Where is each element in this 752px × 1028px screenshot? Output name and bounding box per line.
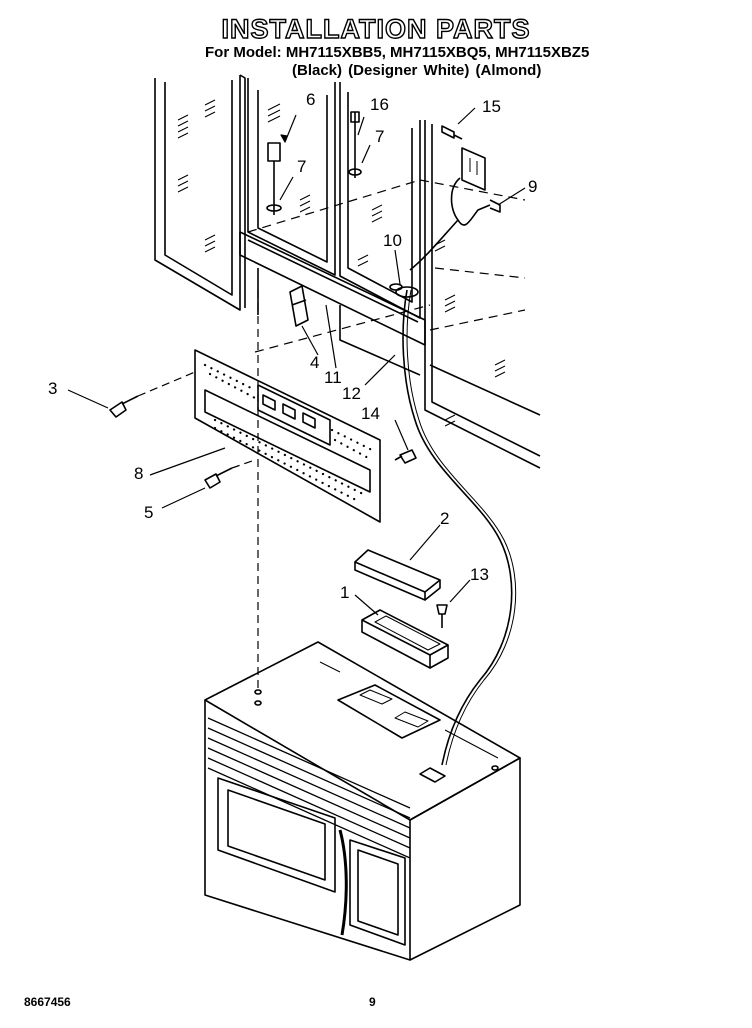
grommet-10 xyxy=(389,283,403,291)
diagram-title: INSTALLATION PARTS xyxy=(221,13,531,44)
microwave-oven xyxy=(204,641,521,961)
callout-13: 13 xyxy=(470,565,489,584)
callout-6: 6 xyxy=(306,90,315,109)
duct-adapter-1 xyxy=(361,609,449,669)
page-number: 9 xyxy=(369,995,376,1009)
toggle-bolt-16 xyxy=(348,111,362,178)
callout-3: 3 xyxy=(48,379,57,398)
callout-4: 4 xyxy=(310,353,319,372)
callout-5: 5 xyxy=(144,503,153,522)
screw-15 xyxy=(441,125,463,140)
screw-3 xyxy=(109,395,139,418)
callout-11: 11 xyxy=(324,368,342,387)
callout-9: 9 xyxy=(528,177,537,196)
grille-cover-2 xyxy=(354,549,441,601)
model-colors: (Black) (Designer White) (Almond) xyxy=(292,62,542,79)
document-number: 8667456 xyxy=(24,995,71,1009)
wall-outlet xyxy=(409,147,501,271)
callout-14: 14 xyxy=(361,404,380,423)
screw-14 xyxy=(394,449,417,464)
screw-13 xyxy=(436,604,448,628)
callout-labels: 6 7 16 7 15 9 10 4 11 12 3 14 8 5 2 13 1 xyxy=(48,90,537,602)
callout-7-left: 7 xyxy=(297,157,306,176)
callout-10: 10 xyxy=(383,231,402,250)
model-numbers: For Model: MH7115XBB5, MH7115XBQ5, MH711… xyxy=(205,44,590,61)
callout-1: 1 xyxy=(340,583,349,602)
screw-5 xyxy=(204,467,233,489)
callout-16: 16 xyxy=(370,95,389,114)
upper-cabinet xyxy=(154,74,541,469)
callout-2: 2 xyxy=(440,509,449,528)
callout-12: 12 xyxy=(342,384,361,403)
callout-8: 8 xyxy=(134,464,143,483)
leader-lines xyxy=(67,107,526,616)
callout-15: 15 xyxy=(482,97,501,116)
callout-7-right: 7 xyxy=(375,127,384,146)
mounting-plate-8 xyxy=(194,349,381,523)
power-cord xyxy=(395,286,517,766)
bracket-4 xyxy=(289,285,309,327)
bolt-6 xyxy=(266,142,282,215)
